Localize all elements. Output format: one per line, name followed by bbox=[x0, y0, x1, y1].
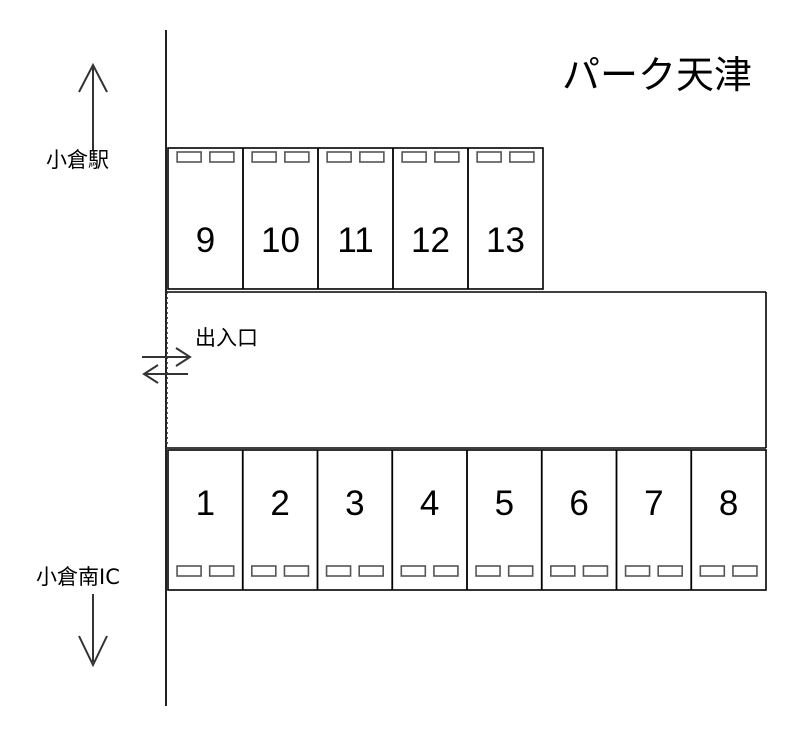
direction-label-south: 小倉南IC bbox=[36, 565, 120, 589]
wheel-stop-icon bbox=[284, 151, 310, 163]
wheel-stop-icon bbox=[400, 565, 427, 577]
entrance-in-arrow-icon bbox=[142, 347, 192, 367]
parking-stall[interactable]: 6 bbox=[540, 450, 617, 590]
parking-stall[interactable]: 13 bbox=[467, 148, 543, 289]
stall-number: 7 bbox=[644, 484, 663, 523]
wheel-stop-icon bbox=[433, 565, 459, 577]
stall-row-outline bbox=[167, 147, 544, 290]
wheel-stop-icon bbox=[507, 565, 534, 577]
wheel-stop-icon bbox=[476, 151, 502, 163]
parking-stall[interactable]: 9 bbox=[168, 148, 243, 289]
wheel-stop-icon bbox=[401, 151, 427, 163]
wheel-stop-icon bbox=[176, 565, 202, 577]
wheel-stop-icon bbox=[699, 565, 726, 577]
stall-number: 4 bbox=[420, 484, 439, 523]
stall-number: 1 bbox=[196, 484, 215, 523]
stall-hit-area[interactable] bbox=[318, 148, 393, 289]
parking-stall[interactable]: 7 bbox=[615, 450, 692, 590]
stall-number: 9 bbox=[196, 221, 215, 260]
wheel-stop-icon bbox=[251, 565, 277, 577]
stall-number: 11 bbox=[337, 221, 373, 260]
wheel-stop-icon bbox=[176, 151, 202, 163]
north-arrow-icon bbox=[78, 62, 108, 150]
parking-stall[interactable]: 5 bbox=[466, 450, 542, 590]
direction-label-north: 小倉駅 bbox=[46, 148, 109, 172]
parking-stall[interactable]: 10 bbox=[242, 148, 318, 289]
wheel-stop-icon bbox=[208, 565, 235, 577]
driveway-aisle bbox=[166, 291, 767, 449]
wheel-stop-icon bbox=[624, 565, 651, 577]
stall-hit-area[interactable] bbox=[243, 148, 318, 289]
wheel-stop-icon bbox=[358, 565, 384, 577]
parking-stall[interactable]: 4 bbox=[391, 450, 467, 590]
stall-hit-area[interactable] bbox=[468, 148, 543, 289]
parking-stall[interactable]: 1 bbox=[168, 450, 243, 590]
wheel-stop-icon bbox=[475, 565, 501, 577]
wheel-stop-icon bbox=[283, 565, 310, 577]
stall-number: 6 bbox=[569, 484, 588, 523]
wheel-stop-icon bbox=[326, 151, 352, 163]
wheel-stop-icon bbox=[251, 151, 277, 163]
stall-hit-area[interactable] bbox=[393, 148, 468, 289]
parking-stall[interactable]: 11 bbox=[317, 148, 393, 289]
stall-number: 12 bbox=[411, 221, 450, 260]
wheel-stop-icon bbox=[550, 565, 576, 577]
parking-stall[interactable]: 3 bbox=[316, 450, 393, 590]
stall-number: 13 bbox=[486, 221, 525, 260]
wheel-stop-icon bbox=[209, 151, 235, 163]
entrance-label: 出入口 bbox=[195, 326, 258, 350]
wheel-stop-icon bbox=[359, 151, 385, 163]
stall-number: 5 bbox=[495, 484, 514, 523]
parking-stall[interactable]: 12 bbox=[392, 148, 468, 289]
wheel-stop-icon bbox=[434, 151, 460, 163]
wheel-stop-icon bbox=[509, 151, 535, 163]
stall-hit-area[interactable] bbox=[168, 148, 243, 289]
lower-stall-row: 1 2 3 4 5 6 7 8 bbox=[167, 449, 767, 591]
wheel-stop-icon bbox=[657, 565, 683, 577]
page-title: パーク天津 bbox=[562, 53, 752, 97]
stall-number: 2 bbox=[270, 484, 289, 523]
stall-number: 3 bbox=[345, 484, 364, 523]
stall-number: 10 bbox=[261, 221, 300, 260]
south-arrow-icon bbox=[78, 594, 108, 668]
parking-stall[interactable]: 8 bbox=[690, 450, 766, 590]
wheel-stop-icon bbox=[732, 565, 758, 577]
parking-stall[interactable]: 2 bbox=[241, 450, 318, 590]
stall-number: 8 bbox=[719, 484, 738, 523]
entrance-out-arrow-icon bbox=[142, 364, 188, 384]
wheel-stop-icon bbox=[325, 565, 352, 577]
upper-stall-row: 9 10 11 12 13 bbox=[167, 147, 544, 290]
wheel-stop-icon bbox=[582, 565, 609, 577]
